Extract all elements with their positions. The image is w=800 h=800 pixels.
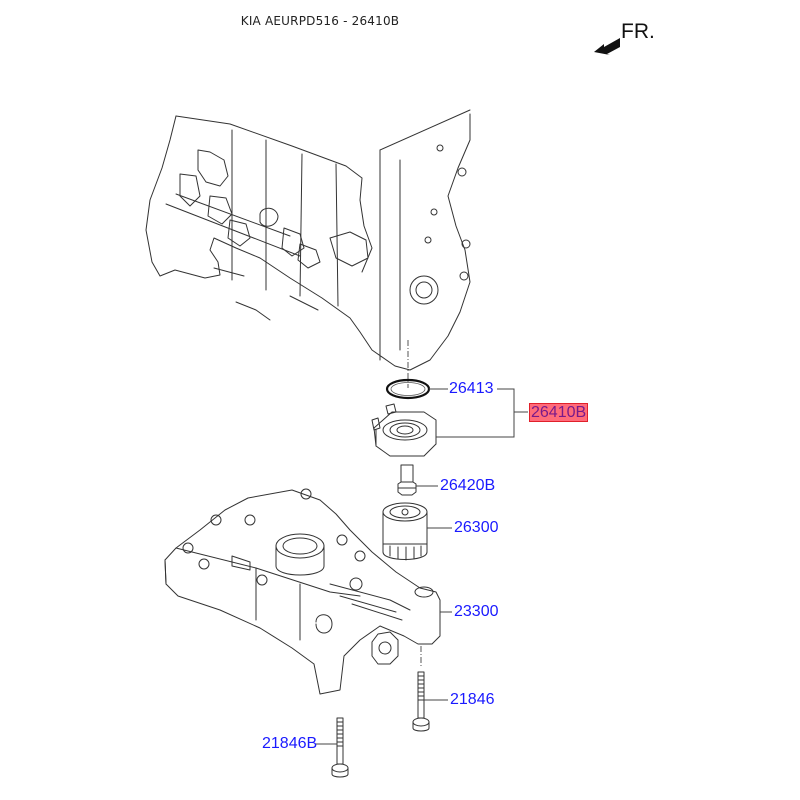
callout-26420b[interactable]: 26420B (440, 477, 496, 494)
front-direction-label: FR. (621, 20, 655, 43)
front-direction-arrow-icon (594, 38, 620, 55)
bolt-21846b (331, 717, 349, 778)
callout-23300[interactable]: 23300 (454, 603, 499, 620)
oil-cooler-fitting (397, 464, 417, 496)
oil-cooler (371, 403, 437, 457)
diagram-title: KIA AEURPD516 - 26410B (240, 14, 400, 28)
oil-pump-balance-shaft (164, 488, 441, 695)
oil-filter (382, 502, 428, 561)
callout-21846b[interactable]: 21846B (262, 735, 318, 752)
oil-cooler-gasket (385, 378, 431, 400)
callout-26410b-highlighted[interactable]: 26410B (529, 403, 589, 422)
engine-block (145, 109, 471, 371)
callout-21846[interactable]: 21846 (450, 691, 495, 708)
callout-26413[interactable]: 26413 (449, 380, 494, 397)
callout-26300[interactable]: 26300 (454, 519, 499, 536)
bolt-21846 (412, 671, 430, 732)
